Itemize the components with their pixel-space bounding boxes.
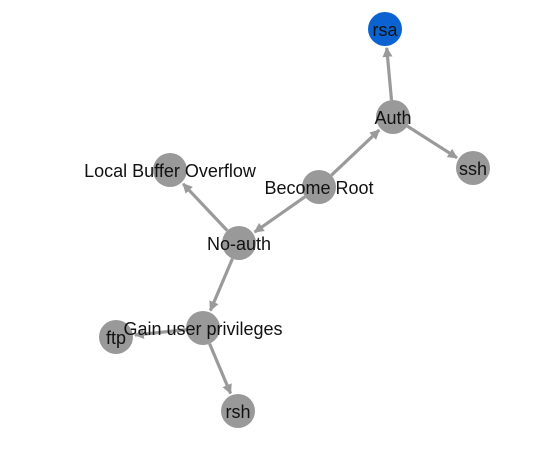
node-label-gain-user-privileges: Gain user privileges [123, 319, 282, 339]
node-ftp[interactable] [99, 320, 133, 354]
node-label-rsa: rsa [372, 20, 398, 40]
edges-layer [133, 46, 458, 395]
node-label-ssh: ssh [459, 159, 487, 179]
node-rsh[interactable] [221, 394, 255, 428]
edge-become-root-to-no-auth [253, 195, 307, 234]
edge-become-root-to-auth [330, 128, 381, 177]
node-local-buffer-overflow[interactable] [153, 153, 187, 187]
node-label-auth: Auth [374, 108, 411, 128]
edge-auth-to-ssh [406, 124, 458, 160]
edge-gain-user-privileges-to-rsh [208, 343, 233, 395]
node-ssh[interactable] [456, 151, 490, 185]
edge-no-auth-to-gain-user-privileges [208, 258, 234, 312]
node-label-rsh: rsh [225, 402, 250, 422]
edge-auth-to-rsa [382, 46, 394, 101]
node-label-become-root: Become Root [264, 178, 373, 198]
edge-gain-user-privileges-to-ftp [133, 328, 187, 340]
node-label-local-buffer-overflow: Local Buffer Overflow [84, 161, 257, 181]
node-rsa[interactable] [368, 12, 402, 46]
edge-no-auth-to-local-buffer-overflow [181, 182, 229, 232]
node-no-auth[interactable] [222, 226, 256, 260]
node-become-root[interactable] [302, 170, 336, 204]
nodes-layer [99, 12, 490, 428]
node-auth[interactable] [376, 100, 410, 134]
node-label-no-auth: No-auth [207, 234, 271, 254]
node-gain-user-privileges[interactable] [186, 311, 220, 345]
node-label-ftp: ftp [106, 328, 126, 348]
